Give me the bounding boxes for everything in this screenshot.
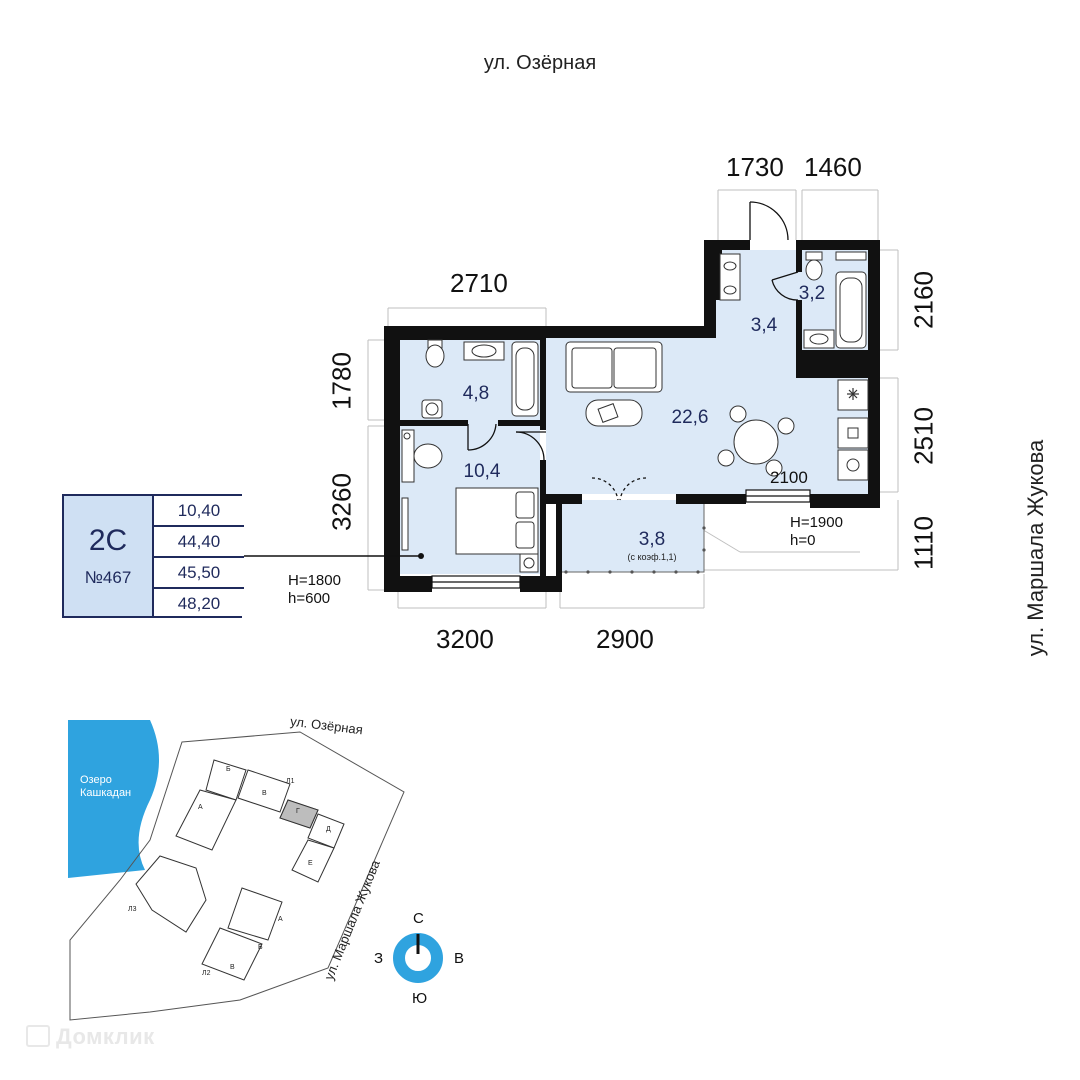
section-label: А (198, 804, 203, 811)
compass-icon (393, 933, 443, 983)
balcony-coef-note: (с коэф.1,1) (627, 552, 677, 562)
room-area-hall: 3,4 (750, 315, 778, 336)
site-boundary (69, 731, 405, 1021)
street-top-label: ул. Озёрная (483, 52, 597, 74)
room-area-balcony: 3,8 (638, 529, 666, 550)
home-icon (26, 1025, 50, 1047)
hall-furniture (719, 253, 741, 301)
dim-bottom-right: 2900 (596, 624, 654, 654)
windows (431, 489, 811, 589)
area-cell: 44,40 (154, 527, 244, 558)
dim-bottom-left: 3200 (436, 624, 494, 654)
snowflake-icon (847, 388, 859, 400)
lake-shape (68, 720, 159, 878)
compass-north: С (413, 910, 424, 927)
dim-top-a: 1730 (726, 152, 784, 182)
section-label: Б (226, 766, 231, 773)
compass-west: З (374, 950, 384, 967)
section-label: Л3 (128, 906, 137, 913)
watermark-logo: Домклик (26, 1024, 155, 1050)
compass-south: Ю (412, 990, 428, 1007)
room-area-living: 22,6 (671, 407, 709, 428)
selected-section (279, 799, 319, 829)
window-note-right: H=1900 h=0 (790, 514, 843, 549)
compass-east: В (454, 950, 465, 967)
apartment-number: №467 (84, 568, 132, 587)
area-cell: 45,50 (154, 558, 244, 589)
section-label: Е (308, 860, 313, 867)
window-note-left: H=1800 h=600 (288, 572, 341, 607)
section-label: Л2 (202, 970, 211, 977)
section-label: Л1 (286, 778, 295, 785)
section-label: Г (296, 808, 300, 815)
buildings (135, 759, 345, 981)
dim-top-b: 1460 (804, 152, 862, 182)
apartment-areas: 10,40 44,40 45,50 48,20 (152, 496, 244, 616)
doors (467, 201, 799, 501)
dim-top-left: 2710 (450, 268, 508, 298)
section-label: А (278, 916, 283, 923)
room-area-wc: 3,2 (798, 283, 826, 304)
section-label: Д (326, 826, 331, 833)
room-area-bedroom: 10,4 (463, 461, 501, 482)
walls (384, 240, 880, 592)
apartment-code: 2С (88, 524, 128, 557)
section-label: Б (258, 944, 263, 951)
area-cell: 48,20 (177, 593, 221, 613)
living-furniture (565, 341, 869, 481)
bedroom-furniture (401, 429, 539, 573)
watermark-text: Домклик (56, 1024, 155, 1049)
area-cell: 10,40 (154, 496, 244, 527)
bath-fixtures (421, 339, 539, 419)
lake-label: Озеро Кашкадан (80, 774, 132, 799)
room-area-bath: 4,8 (462, 383, 490, 404)
apartment-info-card: 2С №467 10,40 44,40 45,50 48,20 (62, 494, 244, 618)
section-label: В (230, 964, 235, 971)
balcony-dots (564, 526, 706, 574)
wc-fixtures (803, 251, 867, 349)
dim-window-kitchen: 2100 (770, 468, 808, 487)
section-label: В (262, 790, 267, 797)
info-connector (242, 553, 424, 559)
